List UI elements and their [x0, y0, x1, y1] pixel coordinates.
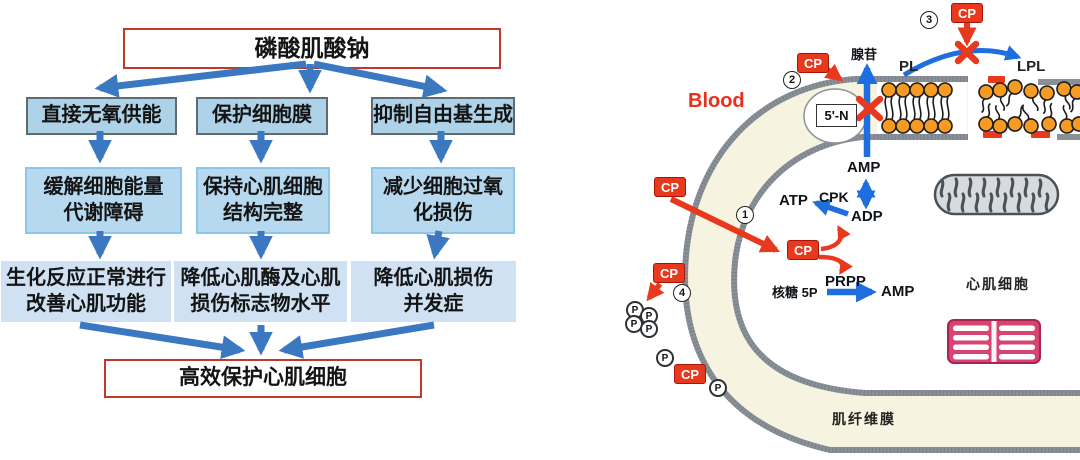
- ribose-5p-label: 核糖 5P: [772, 285, 818, 300]
- adp-label: ADP: [851, 208, 883, 225]
- phosphate-dot-5: P: [656, 349, 674, 367]
- blood-label: Blood: [688, 90, 745, 112]
- effect-box-1: 缓解细胞能量 代谢障碍: [25, 167, 182, 234]
- phosphate-dot-6: P: [709, 379, 727, 397]
- lpl-label: LPL: [1017, 58, 1046, 75]
- cp-badge-intracellular: CP: [787, 240, 820, 260]
- atp-label: ATP: [779, 192, 808, 209]
- sarcolemma-label: 肌纤维膜: [832, 412, 896, 428]
- step-circle-1: 1: [736, 206, 754, 224]
- cp-badge-step4: CP: [653, 263, 686, 283]
- outcome-box-2: 降低心肌酶及心肌 损伤标志物水平: [174, 261, 347, 322]
- phosphate-dot-4: P: [640, 320, 658, 338]
- conclusion-box: 高效保护心肌细胞: [104, 359, 422, 398]
- cp-badge-step1: CP: [654, 177, 687, 197]
- cp-badge-extracellular: CP: [674, 364, 707, 384]
- amp-label: AMP: [847, 159, 881, 176]
- step-circle-4: 4: [673, 284, 691, 302]
- cp-badge-step3: CP: [951, 3, 984, 23]
- cpk-label: CPK: [819, 189, 849, 205]
- step-circle-3: 3: [920, 11, 938, 29]
- cp-badge-step2: CP: [797, 53, 830, 73]
- effect-box-3: 减少细胞过氧 化损伤: [371, 167, 515, 234]
- mechanism-box-3: 抑制自由基生成: [371, 97, 515, 135]
- cardiomyocyte-label: 心肌细胞: [966, 277, 1030, 293]
- amp-product-label: AMP: [881, 283, 915, 300]
- outcome-box-3: 降低心肌损伤 并发症: [351, 261, 516, 322]
- step-circle-2: 2: [783, 71, 801, 89]
- enzyme-5n-label: 5'-N: [816, 104, 857, 127]
- pl-label: PL: [899, 58, 919, 75]
- outcome-box-1: 生化反应正常进行 改善心肌功能: [1, 261, 171, 322]
- adenosine-label: 腺苷: [851, 47, 878, 62]
- prpp-label: PRPP: [825, 273, 866, 290]
